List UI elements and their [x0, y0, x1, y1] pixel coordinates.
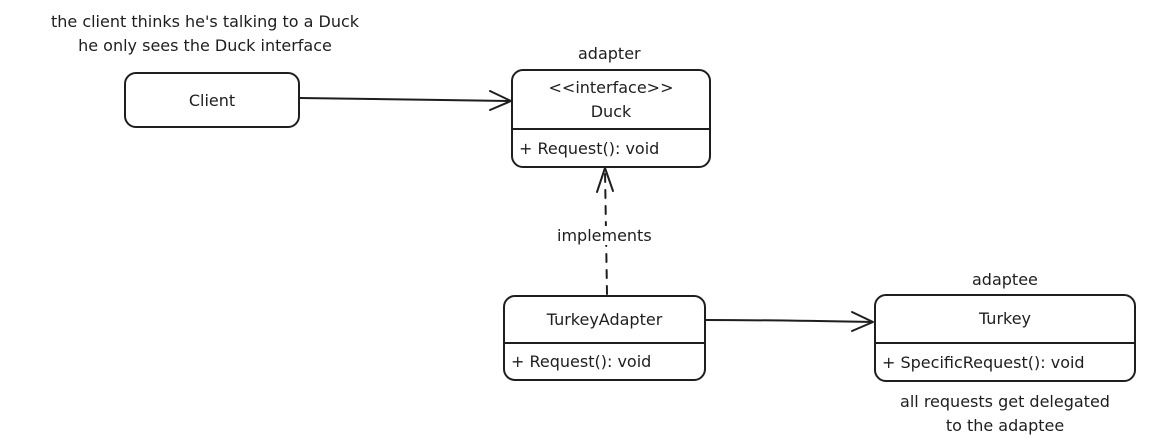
adaptee-note-line-1: all requests get delegated: [900, 392, 1110, 411]
client-note-line-1: the client thinks he's talking to a Duck: [50, 12, 360, 31]
client-note-line-2: he only sees the Duck interface: [78, 36, 332, 55]
turkey-adapter-name: TurkeyAdapter: [546, 309, 663, 329]
turkey-methods: + SpecificRequest(): void: [876, 342, 1134, 380]
duck-methods: + Request(): void: [513, 128, 709, 166]
duck-stereotype: <<interface>>: [548, 77, 674, 97]
duck-header: <<interface>> Duck: [513, 71, 709, 128]
client-name: Client: [188, 90, 236, 110]
adaptee-note: all requests get delegated to the adapte…: [860, 390, 1150, 438]
implements-arrow: [596, 167, 614, 295]
duck-method: + Request(): void: [519, 138, 660, 158]
client-box[interactable]: Client: [124, 72, 300, 128]
adaptee-note-line-2: to the adaptee: [945, 416, 1065, 435]
duck-name: Duck: [590, 101, 632, 121]
turkey-name: Turkey: [978, 309, 1032, 328]
client-to-duck-arrow: [299, 90, 512, 111]
duck-role-label: adapter: [578, 44, 641, 63]
implements-label: implements: [555, 226, 654, 245]
turkey-class-box[interactable]: Turkey + SpecificRequest(): void: [874, 294, 1136, 382]
turkey-role-label: adaptee: [972, 270, 1038, 289]
client-note: the client thinks he's talking to a Duck…: [5, 10, 405, 58]
adapter-to-turkey-arrow: [705, 311, 874, 332]
turkey-method: + SpecificRequest(): void: [882, 352, 1085, 372]
turkey-adapter-header: TurkeyAdapter: [505, 297, 704, 342]
turkey-adapter-class-box[interactable]: TurkeyAdapter + Request(): void: [503, 295, 706, 381]
duck-class-box[interactable]: <<interface>> Duck + Request(): void: [511, 69, 711, 168]
turkey-adapter-methods: + Request(): void: [505, 342, 704, 379]
turkey-adapter-method: + Request(): void: [511, 352, 652, 371]
turkey-header: Turkey: [876, 296, 1134, 342]
